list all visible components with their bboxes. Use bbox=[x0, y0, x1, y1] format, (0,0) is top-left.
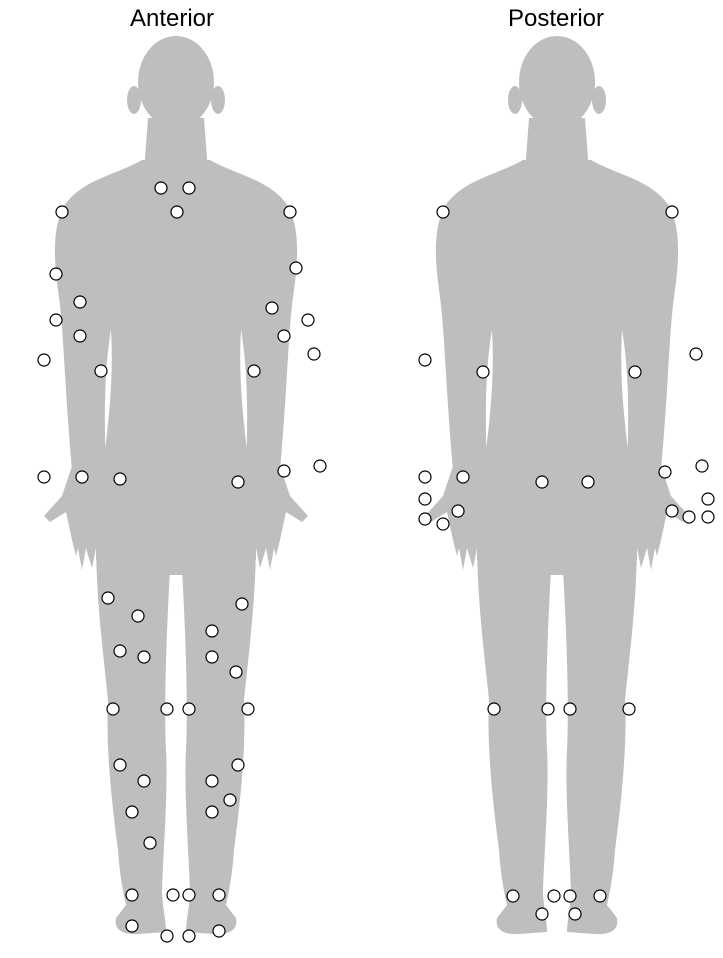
joint-marker-right-knee-lateral[interactable] bbox=[107, 703, 119, 715]
joint-marker-right-thigh-2[interactable] bbox=[132, 610, 144, 622]
joint-marker-right-thigh-4[interactable] bbox=[138, 651, 150, 663]
joint-marker-left-leg-3[interactable] bbox=[224, 794, 236, 806]
joint-marker-left-ankle-medial[interactable] bbox=[183, 889, 195, 901]
joint-marker-right-wrist-post-2[interactable] bbox=[696, 460, 708, 472]
joint-marker-right-hand-post-2[interactable] bbox=[666, 505, 678, 517]
joint-marker-right-elbow-5[interactable] bbox=[95, 365, 107, 377]
joint-marker-left-acromioclavicular[interactable] bbox=[284, 206, 296, 218]
joint-marker-right-ankle-lateral[interactable] bbox=[126, 889, 138, 901]
joint-marker-left-ankle-lateral[interactable] bbox=[213, 889, 225, 901]
joint-marker-right-hip[interactable] bbox=[114, 473, 126, 485]
joint-marker-left-elbow-post-1[interactable] bbox=[419, 354, 431, 366]
joint-marker-right-elbow-2[interactable] bbox=[50, 314, 62, 326]
joint-marker-right-elbow-3[interactable] bbox=[74, 330, 86, 342]
joint-marker-left-wrist-2[interactable] bbox=[314, 460, 326, 472]
joint-marker-right-sternoclavicular[interactable] bbox=[183, 182, 195, 194]
joint-marker-left-elbow-post-2[interactable] bbox=[477, 366, 489, 378]
joint-marker-right-hand-post-3[interactable] bbox=[683, 511, 695, 523]
joint-marker-left-leg-1[interactable] bbox=[232, 759, 244, 771]
joint-marker-right-ankle-medial[interactable] bbox=[167, 889, 179, 901]
joint-marker-left-foot-1[interactable] bbox=[183, 930, 195, 942]
joint-marker-right-hand-post-4[interactable] bbox=[702, 511, 714, 523]
joint-marker-left-leg-4[interactable] bbox=[206, 806, 218, 818]
joint-marker-right-acromioclavicular[interactable] bbox=[56, 206, 68, 218]
joint-marker-left-knee-post-1[interactable] bbox=[488, 703, 500, 715]
joint-marker-right-leg-2[interactable] bbox=[138, 775, 150, 787]
joint-marker-left-hand-post-3[interactable] bbox=[419, 513, 431, 525]
joint-marker-right-knee-medial[interactable] bbox=[161, 703, 173, 715]
joint-marker-left-hand-post-2[interactable] bbox=[452, 505, 464, 517]
joint-marker-left-ankle-post-1[interactable] bbox=[507, 890, 519, 902]
joint-marker-right-thigh-3[interactable] bbox=[114, 645, 126, 657]
joint-marker-right-sacroiliac[interactable] bbox=[582, 476, 594, 488]
joint-marker-left-thigh-4[interactable] bbox=[230, 666, 242, 678]
joint-marker-left-elbow-5[interactable] bbox=[248, 365, 260, 377]
joint-marker-right-ankle-post-2[interactable] bbox=[594, 890, 606, 902]
joint-marker-left-ankle-post-2[interactable] bbox=[548, 890, 560, 902]
joint-marker-left-thigh-2[interactable] bbox=[206, 625, 218, 637]
joint-marker-left-hand-post-4[interactable] bbox=[437, 518, 449, 530]
joint-marker-right-hand-post-1[interactable] bbox=[702, 493, 714, 505]
joint-marker-right-foot-2[interactable] bbox=[161, 930, 173, 942]
joint-marker-left-foot-2[interactable] bbox=[213, 925, 225, 937]
joint-marker-right-wrist-post-1[interactable] bbox=[659, 466, 671, 478]
posterior-body-figure bbox=[425, 36, 689, 934]
joint-marker-left-wrist-post-2[interactable] bbox=[457, 471, 469, 483]
joint-marker-left-wrist-1[interactable] bbox=[278, 465, 290, 477]
joint-marker-right-shoulder[interactable] bbox=[50, 268, 62, 280]
joint-marker-left-shoulder-post[interactable] bbox=[437, 206, 449, 218]
joint-marker-right-wrist-2[interactable] bbox=[76, 471, 88, 483]
joint-marker-left-leg-2[interactable] bbox=[206, 775, 218, 787]
joint-marker-left-heel-post[interactable] bbox=[536, 908, 548, 920]
joint-marker-right-elbow-post-2[interactable] bbox=[629, 366, 641, 378]
joint-marker-left-thigh-3[interactable] bbox=[206, 651, 218, 663]
joint-marker-right-foot-1[interactable] bbox=[126, 920, 138, 932]
joint-marker-right-leg-3[interactable] bbox=[126, 806, 138, 818]
joint-marker-right-leg-4[interactable] bbox=[144, 837, 156, 849]
anterior-body-figure bbox=[44, 36, 308, 934]
joint-marker-left-elbow-2[interactable] bbox=[302, 314, 314, 326]
joint-marker-left-elbow-4[interactable] bbox=[308, 348, 320, 360]
joint-marker-right-elbow-post-1[interactable] bbox=[690, 348, 702, 360]
joint-marker-left-elbow-3[interactable] bbox=[278, 330, 290, 342]
joint-marker-left-hip[interactable] bbox=[232, 476, 244, 488]
joint-marker-right-wrist-1[interactable] bbox=[38, 471, 50, 483]
joint-marker-left-knee-lateral[interactable] bbox=[242, 703, 254, 715]
joint-marker-manubriosternal[interactable] bbox=[171, 206, 183, 218]
joint-marker-left-shoulder[interactable] bbox=[290, 262, 302, 274]
joint-marker-left-knee-post-2[interactable] bbox=[542, 703, 554, 715]
joint-marker-left-sternoclavicular[interactable] bbox=[155, 182, 167, 194]
joint-marker-right-knee-post-2[interactable] bbox=[623, 703, 635, 715]
joint-marker-left-hand-post-1[interactable] bbox=[419, 493, 431, 505]
joint-marker-left-wrist-post-1[interactable] bbox=[419, 471, 431, 483]
joint-marker-left-knee-medial[interactable] bbox=[183, 703, 195, 715]
joint-marker-right-ankle-post-1[interactable] bbox=[564, 890, 576, 902]
joint-marker-left-thigh-1[interactable] bbox=[236, 598, 248, 610]
joint-marker-left-elbow-1[interactable] bbox=[266, 302, 278, 314]
joint-marker-right-heel-post[interactable] bbox=[569, 908, 581, 920]
joint-marker-right-elbow-1[interactable] bbox=[74, 296, 86, 308]
joint-marker-right-elbow-4[interactable] bbox=[38, 354, 50, 366]
joint-marker-right-shoulder-post[interactable] bbox=[666, 206, 678, 218]
joint-marker-right-thigh-1[interactable] bbox=[102, 592, 114, 604]
joint-marker-right-leg-1[interactable] bbox=[114, 759, 126, 771]
joint-marker-left-sacroiliac[interactable] bbox=[536, 476, 548, 488]
joint-marker-right-knee-post-1[interactable] bbox=[564, 703, 576, 715]
